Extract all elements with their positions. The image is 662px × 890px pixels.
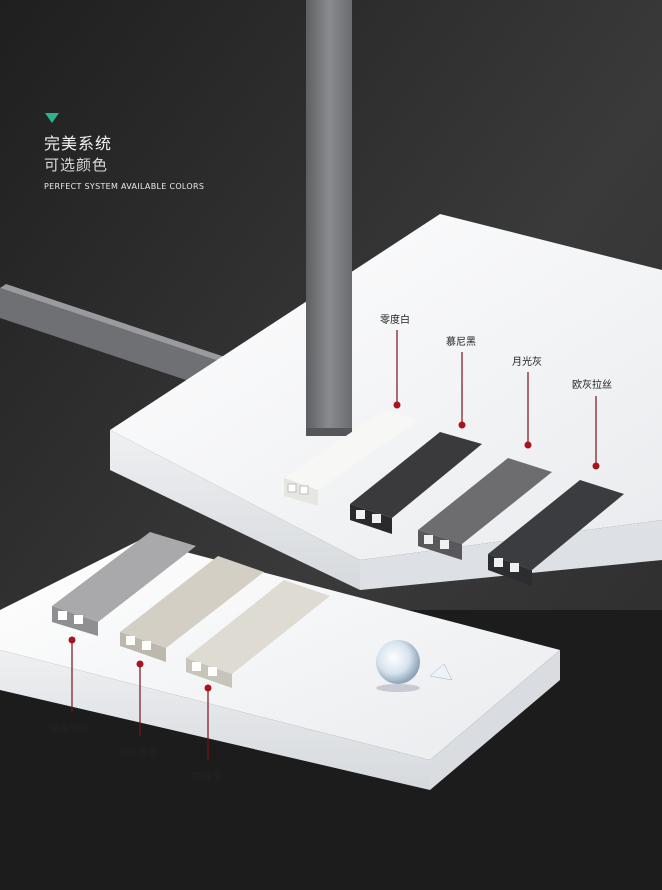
label-cream-grey: 奶油灰 — [192, 772, 222, 783]
label-munich-black: 慕尼黑 — [446, 337, 476, 348]
top-profile-white — [284, 410, 418, 506]
label-moonlight-grey: 月光灰 — [512, 357, 542, 368]
crystal-ball-decoration — [376, 640, 453, 692]
top-profile-grey — [418, 458, 552, 560]
bottom-profile-cream-grey — [186, 580, 330, 688]
page-title-english: PERFECT SYSTEM AVAILABLE COLORS — [44, 182, 205, 191]
triangle-marker-icon — [45, 113, 59, 123]
pointer-lines — [71, 330, 597, 760]
label-euro-grey-brushed: 欧灰拉丝 — [572, 380, 612, 391]
bottom-profile-nano-champagne — [120, 556, 264, 662]
page-subtitle: 可选颜色 — [44, 156, 109, 174]
label-zero-white: 零度白 — [380, 315, 410, 326]
label-nano-elegant-grey: 纳米雅灰 — [50, 724, 90, 735]
bottom-profile-nano-grey — [52, 532, 196, 636]
top-profile-brushed — [488, 480, 624, 586]
marble-slab-front — [0, 540, 560, 790]
pointer-dots — [68, 401, 600, 692]
page-title: 完美系统 — [44, 134, 113, 153]
vertical-post — [306, 0, 352, 436]
label-nano-champagne: 纳米香槟 — [118, 748, 158, 759]
top-profile-black — [350, 432, 482, 534]
